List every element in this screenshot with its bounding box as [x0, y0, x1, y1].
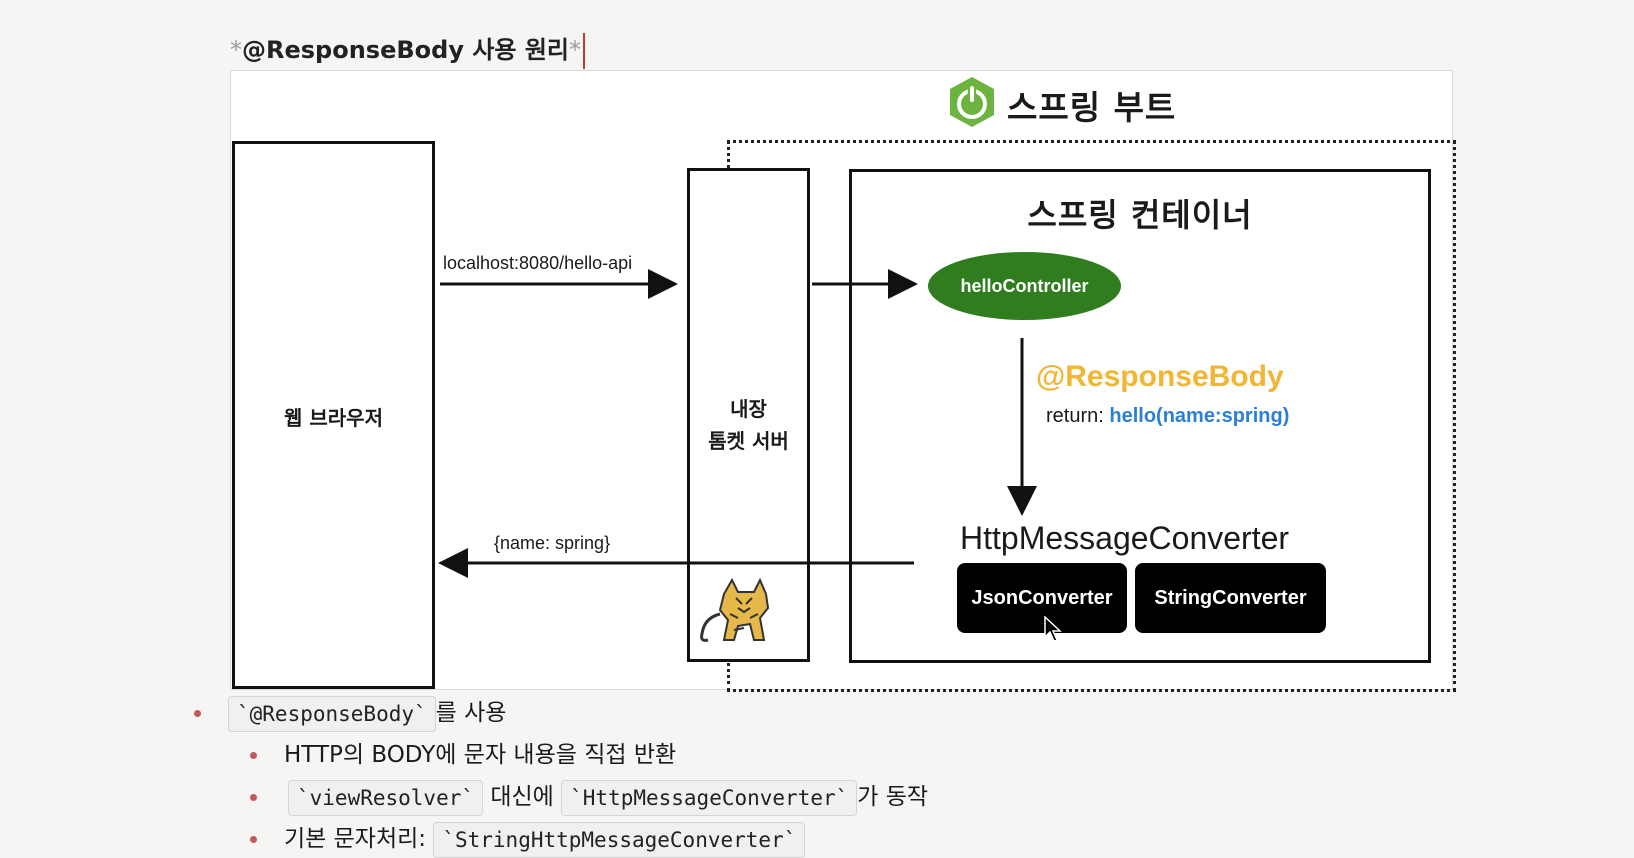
string-converter-box: StringConverter — [1135, 563, 1326, 633]
tomcat-server-label: 내장 톰켓 서버 — [690, 393, 807, 457]
bullet-dot — [250, 752, 257, 759]
request-url-label: localhost:8080/hello-api — [443, 253, 632, 274]
mouse-cursor-icon — [1044, 616, 1062, 642]
tomcat-logo-icon — [694, 574, 790, 646]
inline-code: `StringHttpMessageConverter` — [433, 822, 805, 858]
bullet-dot — [250, 794, 257, 801]
return-value: hello(name:spring) — [1109, 405, 1289, 427]
web-browser-label: 웹 브라우저 — [235, 402, 432, 431]
json-converter-box: JsonConverter — [957, 563, 1127, 633]
return-prefix: return: — [1046, 405, 1109, 427]
response-body-label: {name: spring} — [494, 533, 610, 554]
list-item-text: 가 동작 — [857, 784, 928, 810]
inline-code: `@ResponseBody` — [228, 696, 436, 732]
list-item-text: 를 사용 — [436, 700, 507, 726]
list-item-text: 기본 문자처리: — [284, 826, 433, 852]
web-browser-box: 웹 브라우저 — [232, 141, 435, 689]
bullet-dot — [194, 710, 201, 717]
list-item-text: HTTP의 BODY에 문자 내용을 직접 반환 — [284, 737, 676, 773]
heading-bold: @ResponseBody — [242, 36, 464, 64]
spring-container-title: 스프링 컨테이너 — [852, 190, 1428, 236]
inline-code: `viewResolver` — [288, 780, 483, 816]
heading-normal: 사용 원리 — [464, 36, 569, 64]
spring-power-icon — [945, 75, 999, 129]
return-statement: return: hello(name:spring) — [1046, 405, 1289, 428]
text-caret — [583, 33, 585, 69]
spring-boot-header: 스프링 부트 — [937, 71, 1207, 129]
hello-controller-node: helloController — [928, 252, 1121, 320]
spring-boot-label: 스프링 부트 — [1007, 81, 1176, 129]
heading-star-open: * — [230, 36, 242, 64]
list-item-text: 대신에 — [483, 784, 561, 810]
inline-code: `HttpMessageConverter` — [561, 780, 857, 816]
heading-star-close: * — [569, 36, 581, 64]
page-heading[interactable]: *@ResponseBody 사용 원리* — [230, 30, 585, 69]
http-message-converter-title: HttpMessageConverter — [960, 520, 1289, 557]
response-body-annotation: @ResponseBody — [1036, 360, 1284, 394]
